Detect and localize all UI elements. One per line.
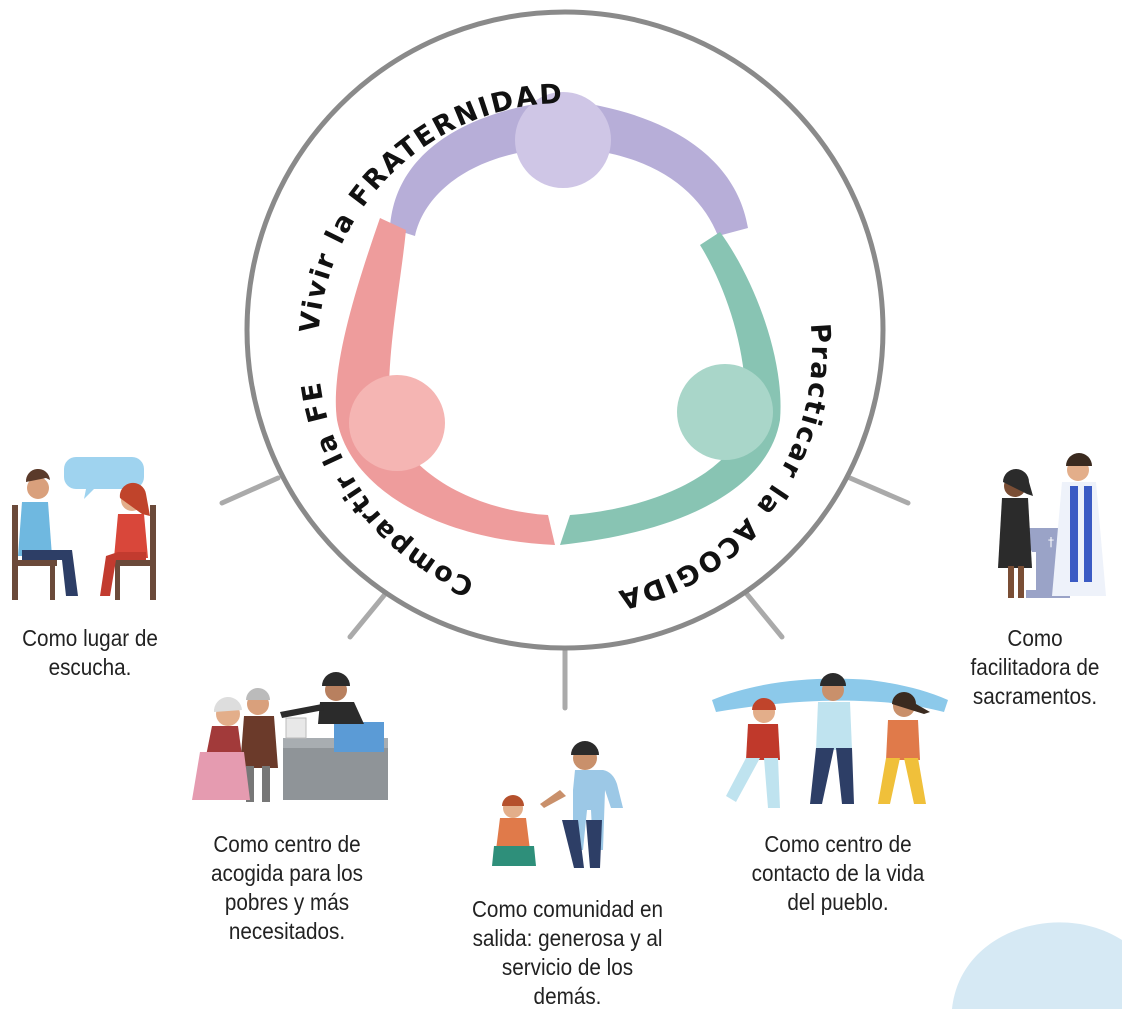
- purple-figure-head: [515, 92, 611, 188]
- teal-figure-arms: [560, 232, 781, 545]
- caption-contacto: Como centro de contacto de la vida del p…: [739, 830, 937, 917]
- purple-figure-arms: [390, 100, 748, 236]
- caption-line: Como centro de: [764, 831, 912, 857]
- teal-figure-head: [677, 364, 773, 460]
- baptism-font-icon: †: [998, 453, 1106, 598]
- caption-line: pobres y más: [224, 889, 350, 915]
- caption-line: sacramentos.: [972, 683, 1098, 709]
- celebrating-people-icon: [712, 673, 948, 808]
- caption-sacramentos: Como facilitadora de sacramentos.: [963, 624, 1107, 711]
- spoke-escucha: [219, 475, 281, 506]
- outer-circle: [244, 9, 886, 651]
- caption-line: acogida para los: [211, 860, 363, 886]
- caption-line: facilitadora de: [970, 654, 1100, 680]
- pink-figure-head: [349, 375, 445, 471]
- spoke-sacramentos: [847, 475, 911, 506]
- caption-line: Como centro de: [213, 831, 361, 857]
- caption-line: contacto de la vida: [751, 860, 925, 886]
- two-people-talking-icon: [12, 457, 156, 600]
- caption-line: escucha.: [48, 654, 132, 680]
- caption-escucha: Como lugar de escucha.: [9, 624, 171, 682]
- caption-line: del pueblo.: [787, 889, 889, 915]
- caption-line: necesitados.: [228, 918, 346, 944]
- svg-text:†: †: [1048, 535, 1054, 549]
- caption-line: salida: generosa y al: [472, 925, 663, 951]
- helping-hand-icon: [492, 741, 623, 868]
- spoke-acogida: [347, 590, 389, 640]
- caption-salida: Como comunidad en salida: generosa y al …: [457, 895, 678, 1011]
- caption-line: servicio de los: [501, 954, 634, 980]
- help-desk-elderly-icon: [192, 672, 388, 802]
- caption-line: demás.: [533, 983, 602, 1009]
- three-figures-ring: [335, 92, 781, 545]
- decorative-blob: [952, 922, 1122, 1009]
- caption-line: Como: [1007, 625, 1063, 651]
- caption-line: Como comunidad en: [471, 896, 663, 922]
- spoke-contacto: [743, 590, 785, 640]
- caption-acogida: Como centro de acogida para los pobres y…: [193, 830, 382, 946]
- caption-line: Como lugar de: [22, 625, 158, 651]
- spokes: [219, 475, 911, 711]
